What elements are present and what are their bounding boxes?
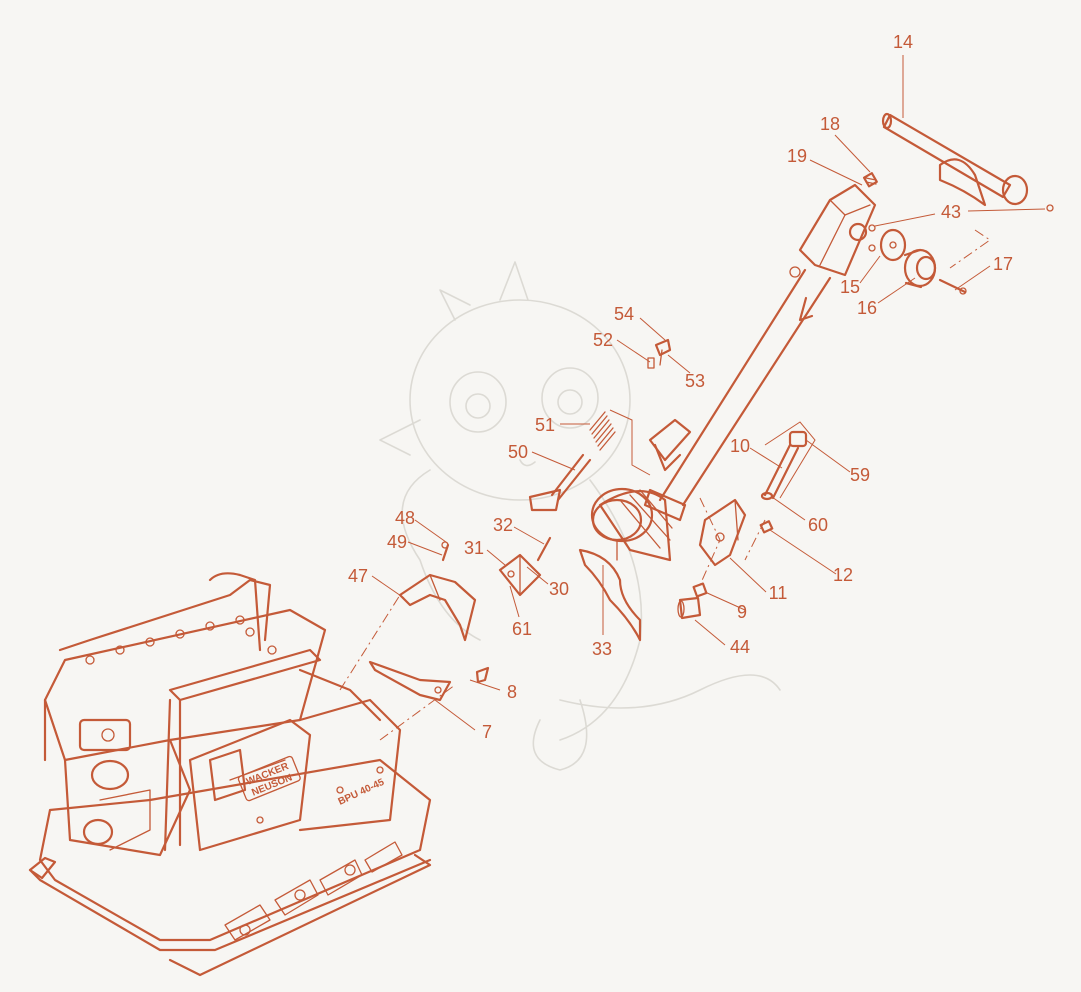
bolt-17-part — [938, 278, 967, 295]
callout-11: 11 — [769, 583, 788, 603]
callout-61: 61 — [512, 619, 532, 639]
callout-9: 9 — [737, 602, 747, 622]
link-7-part — [368, 660, 452, 702]
callout-59: 59 — [850, 465, 870, 485]
callout-43: 43 — [941, 202, 961, 222]
callout-16: 16 — [857, 298, 877, 318]
hub-15-part — [868, 224, 907, 262]
callout-54: 54 — [614, 304, 634, 324]
callout-51: 51 — [535, 415, 555, 435]
leader-lines — [371, 55, 1046, 731]
plate-compactor-machine: WACKER NEUSON BPU 40-45 — [28, 572, 432, 977]
rod-50-part — [528, 453, 592, 512]
callout-17: 17 — [993, 254, 1013, 274]
callout-60: 60 — [808, 515, 828, 535]
bushing-44-part — [677, 596, 702, 620]
rod-10-part — [760, 421, 816, 501]
callout-31: 31 — [464, 538, 484, 558]
parts-layer: WACKER NEUSON BPU 40-45 — [28, 112, 1054, 977]
callout-19: 19 — [787, 146, 807, 166]
callout-48: 48 — [395, 508, 415, 528]
watermark-mascot — [379, 261, 781, 771]
callout-32: 32 — [493, 515, 513, 535]
callout-15: 15 — [840, 277, 860, 297]
roller-16-part — [903, 248, 937, 289]
callout-49: 49 — [387, 532, 407, 552]
bracket-47-part — [398, 573, 477, 642]
bracket-11-part — [698, 498, 747, 567]
handle-bar-part — [881, 112, 1054, 212]
callout-33: 33 — [592, 639, 612, 659]
model-label: BPU 40-45 — [337, 777, 387, 808]
callout-14: 14 — [893, 32, 913, 52]
callout-53: 53 — [685, 371, 705, 391]
bolt-54-part — [647, 338, 672, 369]
callout-7: 7 — [482, 722, 492, 742]
bracket-53-part — [648, 418, 692, 472]
bolt-48-part — [441, 541, 450, 562]
nut-12-part — [759, 520, 774, 534]
spring-19-part — [862, 172, 878, 188]
spring-51-part — [589, 409, 651, 476]
callout-10: 10 — [730, 436, 750, 456]
callout-18: 18 — [820, 114, 840, 134]
callout-44: 44 — [730, 637, 750, 657]
nut-9-part — [692, 582, 708, 598]
callout-12: 12 — [833, 565, 853, 585]
block-30-part — [498, 553, 542, 597]
callout-30: 30 — [549, 579, 569, 599]
callout-47: 47 — [348, 566, 368, 586]
callout-50: 50 — [508, 442, 528, 462]
bolt-32-part — [536, 536, 552, 562]
bolt-8-part — [475, 666, 490, 684]
callout-52: 52 — [593, 330, 613, 350]
bellows-33-part — [578, 487, 673, 642]
callout-labels: 14 18 19 43 17 15 16 54 52 53 51 50 10 5… — [348, 32, 1013, 742]
brand-badge: WACKER NEUSON — [237, 755, 301, 802]
handle-tube-part — [643, 183, 877, 522]
callout-8: 8 — [507, 682, 517, 702]
assembly-lines — [339, 229, 991, 741]
